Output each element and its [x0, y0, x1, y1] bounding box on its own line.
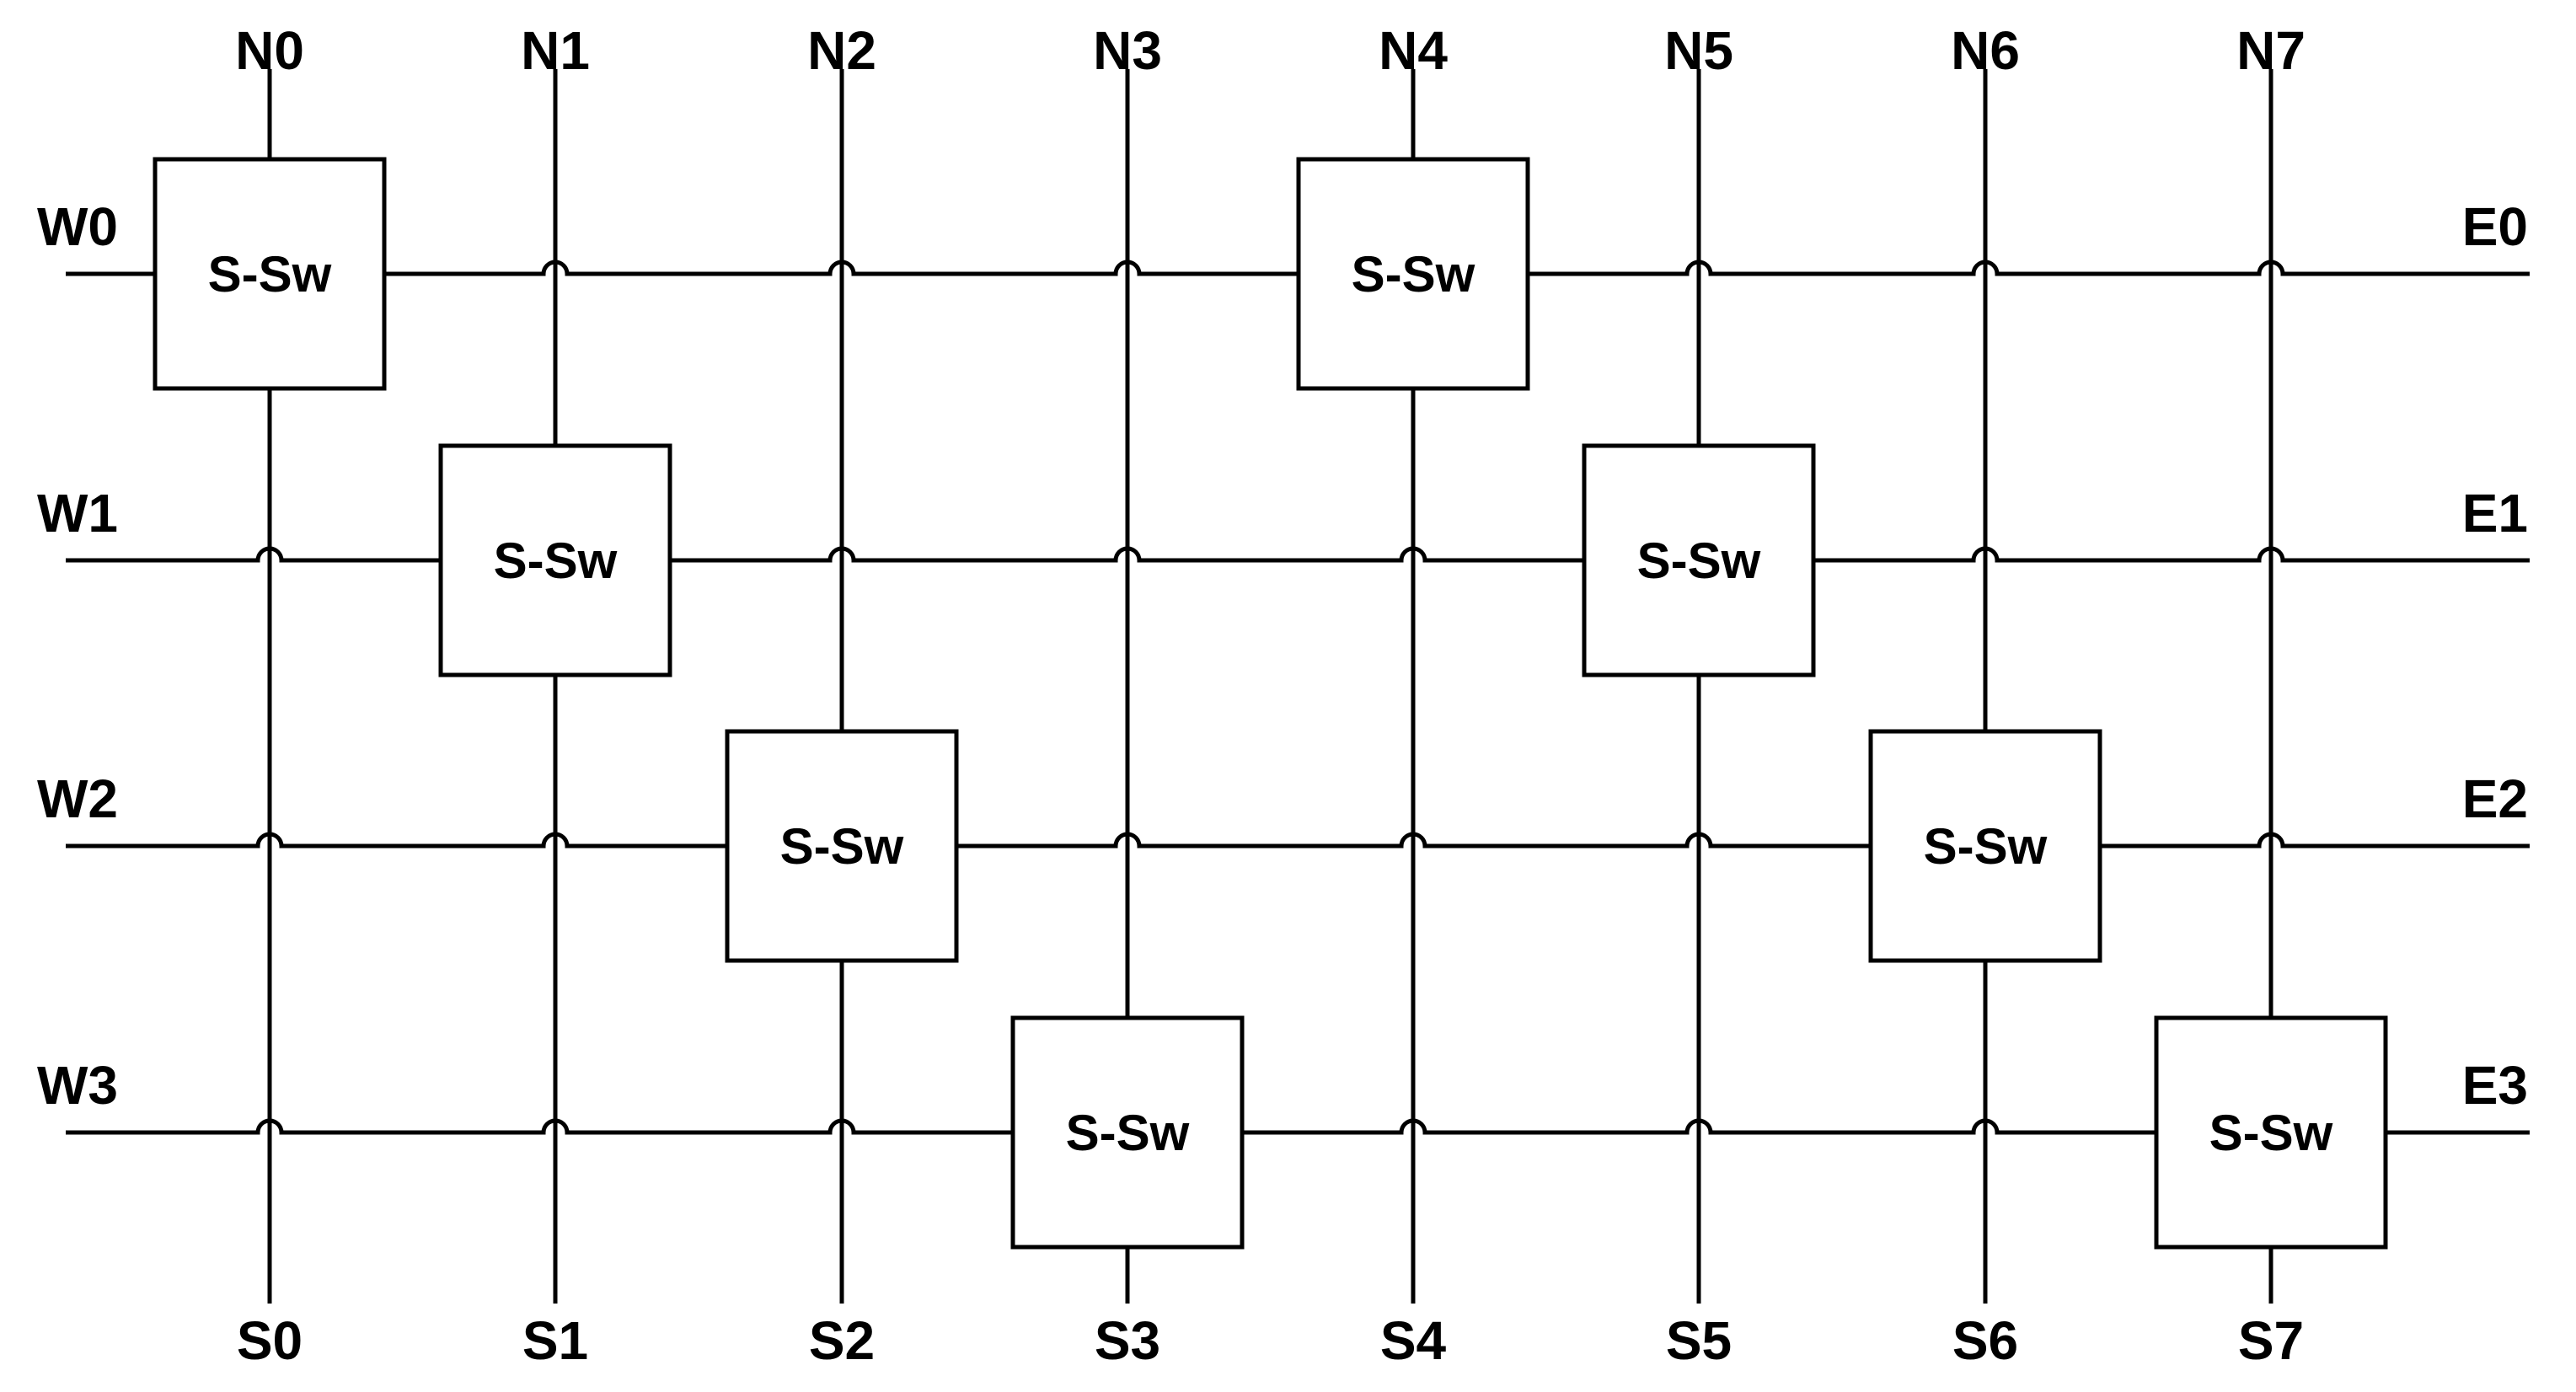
switch-box-label: S-Sw [1352, 246, 1475, 302]
switch-box-label: S-Sw [208, 246, 332, 302]
switch-box-0-0: S-Sw [153, 157, 387, 391]
switch-box-2-2: S-Sw [725, 729, 959, 963]
switch-box-1-5: S-Sw [1582, 443, 1816, 677]
south-port-label-0: S0 [237, 1310, 303, 1371]
north-port-label-6: N6 [1951, 20, 2020, 81]
north-port-label-5: N5 [1664, 20, 1733, 81]
switch-box-2-6: S-Sw [1868, 729, 2102, 963]
horizontal-wire-2 [66, 832, 2530, 849]
north-port-label-1: N1 [521, 20, 590, 81]
switch-box-rect [438, 443, 672, 677]
switch-box-rect [725, 729, 959, 963]
switch-box-label: S-Sw [494, 533, 618, 589]
south-port-label-5: S5 [1666, 1310, 1732, 1371]
north-port-label-7: N7 [2236, 20, 2306, 81]
switch-box-3-3: S-Sw [1010, 1015, 1245, 1250]
south-port-label-1: S1 [522, 1310, 588, 1371]
east-port-label-1: E1 [2462, 483, 2528, 543]
switch-box-label: S-Sw [1637, 533, 1761, 589]
switch-box-1-1: S-Sw [438, 443, 672, 677]
west-port-label-3: W3 [37, 1055, 118, 1116]
west-port-label-1: W1 [37, 483, 118, 543]
north-port-label-3: N3 [1093, 20, 1162, 81]
west-port-label-2: W2 [37, 768, 118, 829]
switch-box-3-7: S-Sw [2154, 1015, 2388, 1250]
switch-box-label: S-Sw [780, 818, 904, 875]
south-port-label-2: S2 [809, 1310, 875, 1371]
switch-box-label: S-Sw [1066, 1105, 1190, 1161]
switch-box-label: S-Sw [2209, 1105, 2333, 1161]
north-port-label-4: N4 [1379, 20, 1448, 81]
south-port-label-6: S6 [1952, 1310, 2018, 1371]
horizontal-wire-1 [66, 546, 2530, 563]
switch-box-rect [1582, 443, 1816, 677]
east-port-label-3: E3 [2462, 1055, 2528, 1116]
switch-box-rect [1296, 157, 1530, 391]
switch-box-0-4: S-Sw [1296, 157, 1530, 391]
east-port-label-0: E0 [2462, 196, 2528, 257]
switch-box-rect [153, 157, 387, 391]
switch-box-rect [2154, 1015, 2388, 1250]
east-port-label-2: E2 [2462, 768, 2528, 829]
south-port-label-3: S3 [1095, 1310, 1160, 1371]
switch-box-label: S-Sw [1924, 818, 2048, 875]
switch-box-rect [1868, 729, 2102, 963]
south-port-label-4: S4 [1380, 1310, 1447, 1371]
south-port-label-7: S7 [2238, 1310, 2304, 1371]
north-port-label-0: N0 [235, 20, 304, 81]
switch-box-rect [1010, 1015, 1245, 1250]
west-port-label-0: W0 [37, 196, 118, 257]
north-port-label-2: N2 [807, 20, 876, 81]
